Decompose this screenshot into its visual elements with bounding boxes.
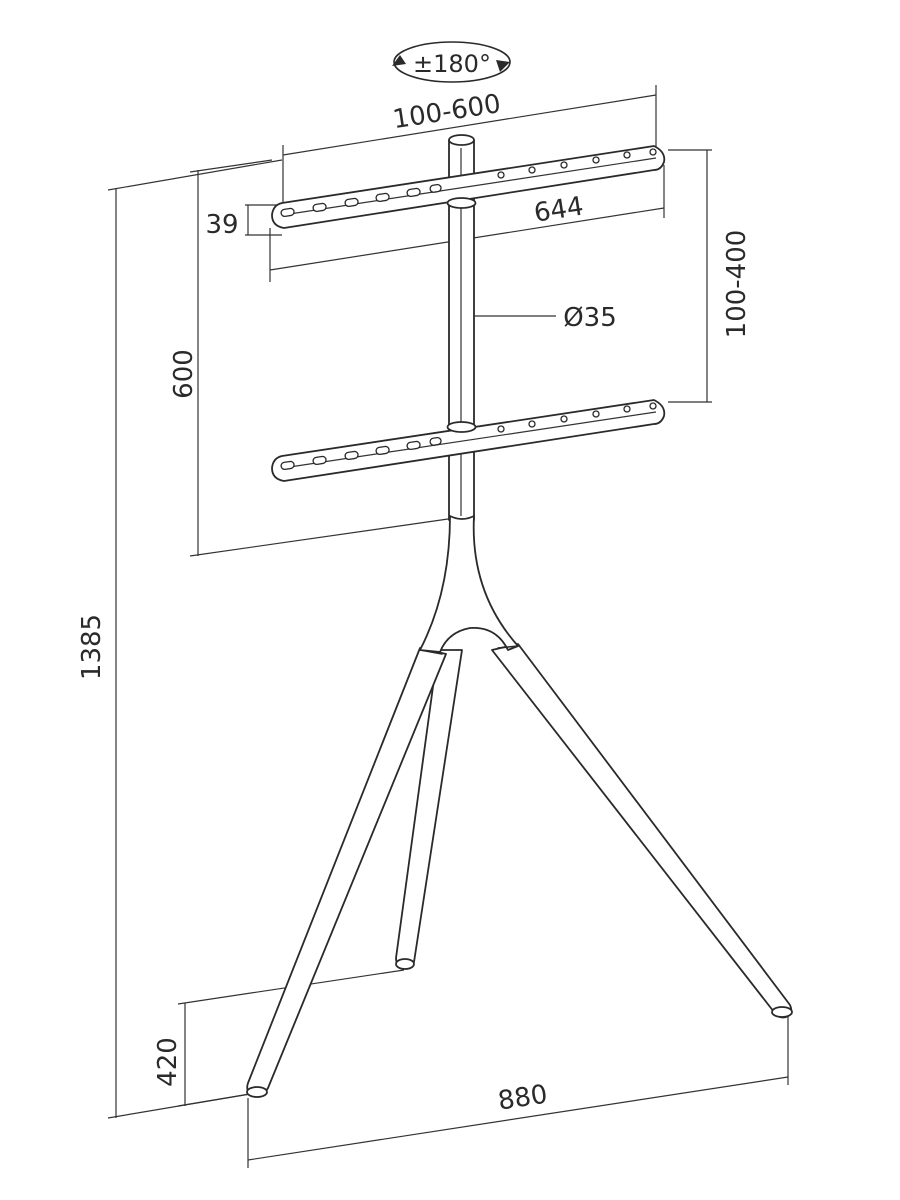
bottom-bracket-collar xyxy=(446,421,477,433)
top-slot xyxy=(344,197,359,208)
top-hole xyxy=(623,151,631,159)
base-width-dim-line xyxy=(247,1076,789,1161)
pole-top-cap xyxy=(448,134,475,146)
bottom-bracket xyxy=(271,399,666,482)
tripod-base xyxy=(246,515,793,1098)
rotation-indicator: ±180° xyxy=(392,41,511,83)
top-slot xyxy=(375,192,390,203)
top-bracket-collar xyxy=(446,197,477,209)
bracket-length-label: 644 xyxy=(532,192,586,229)
top-slot xyxy=(429,183,442,193)
top-slot xyxy=(312,202,327,213)
right-joint-band xyxy=(497,645,519,649)
bottom-hole xyxy=(592,410,600,418)
top-slot xyxy=(280,207,295,218)
rotation-arrow-right-icon xyxy=(496,60,510,72)
left-joint-band xyxy=(419,649,443,655)
bottom-hole xyxy=(560,415,568,423)
height-span-ext-top xyxy=(189,159,273,173)
top-hole xyxy=(497,171,505,179)
right-leg-foot xyxy=(771,1006,793,1018)
top-bracket-slots xyxy=(280,183,442,218)
height-span-label: 600 xyxy=(169,349,199,399)
y-joint xyxy=(419,515,519,653)
top-hole xyxy=(560,161,568,169)
bottom-slot xyxy=(312,455,327,466)
bottom-slot xyxy=(406,440,421,451)
top-bracket-edge xyxy=(282,157,657,216)
height-span-ext-bottom xyxy=(189,517,456,557)
bottom-slot xyxy=(344,450,359,461)
vesa-width-dim-line xyxy=(282,94,657,156)
top-hole xyxy=(528,166,536,174)
total-height-label: 1385 xyxy=(77,614,107,680)
top-bracket xyxy=(271,145,666,229)
top-bracket-holes xyxy=(497,148,657,179)
bottom-hole xyxy=(497,425,505,433)
rear-depth-ext-bottom xyxy=(177,1093,251,1107)
rotation-arrow-left-icon xyxy=(392,55,406,66)
pole-diameter-label: Ø35 xyxy=(563,303,617,333)
bottom-slot xyxy=(429,436,442,446)
bottom-slot xyxy=(375,445,390,456)
total-height-ext-top xyxy=(107,159,283,191)
rotation-label: ±180° xyxy=(413,50,491,78)
vesa-height-label: 100-400 xyxy=(722,230,752,339)
bottom-hole xyxy=(649,402,657,410)
bottom-slot xyxy=(280,460,295,471)
bracket-height-label: 39 xyxy=(205,210,238,240)
bottom-bracket-holes xyxy=(497,402,657,433)
bottom-hole xyxy=(528,420,536,428)
bottom-bracket-edge xyxy=(282,411,657,469)
bottom-bracket-slots xyxy=(280,436,442,471)
top-slot xyxy=(406,187,421,198)
base-width-label: 880 xyxy=(496,1080,550,1117)
bottom-hole xyxy=(623,405,631,413)
left-leg-foot xyxy=(246,1086,268,1098)
rear-leg-foot xyxy=(395,958,415,970)
rear-depth-label: 420 xyxy=(153,1037,183,1087)
dimension-labels: 100-600 644 39 Ø35 100-400 600 1385 420 … xyxy=(77,89,752,1117)
top-hole xyxy=(649,148,657,156)
right-front-leg xyxy=(491,643,793,1019)
top-hole xyxy=(592,156,600,164)
